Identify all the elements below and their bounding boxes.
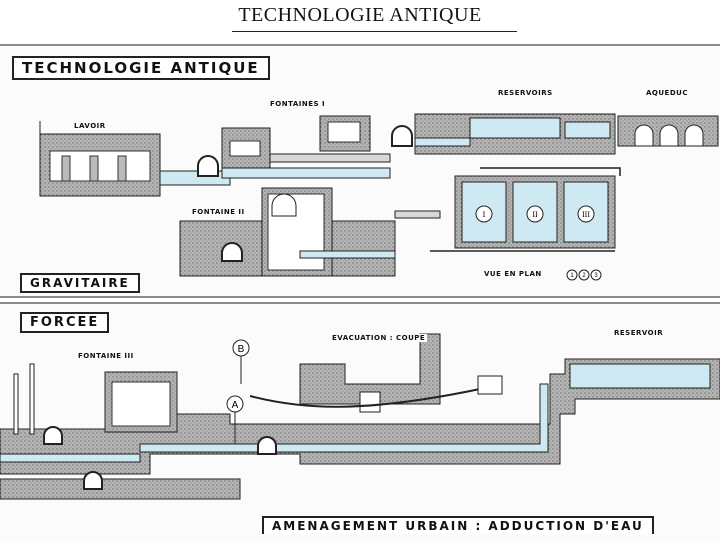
footer-caption: AMENAGEMENT URBAIN : ADDUCTION D'EAU [262, 516, 654, 534]
fontaine-3-label: FONTAINE III [76, 352, 136, 360]
plan-circle-2: 2 [582, 273, 586, 279]
forcee-label: FORCEE [20, 312, 110, 333]
marker-a-label: A [232, 400, 239, 411]
valve-markers: B A [226, 339, 250, 444]
marker-b-label: B [238, 344, 245, 355]
fontaines-1-structure [221, 115, 391, 179]
tank-3-circle [577, 205, 595, 223]
fontaines-1-label: FONTAINES I [268, 100, 328, 108]
forced-panel: B A FORCEE FONTAINE III EVACUATION : COU… [0, 302, 720, 541]
evacuation-label: EVACUATION : COUPE [330, 334, 428, 342]
plan-circle-1: 1 [570, 273, 574, 279]
reservoir-label: RESERVOIR [612, 329, 666, 337]
forced-system-drawing: B A [0, 333, 720, 500]
technologie-antique-heading: TECHNOLOGIE ANTIQUE [12, 56, 270, 80]
evacuation-structure [249, 333, 503, 413]
title-underline [232, 31, 517, 32]
reservoirs-structure [414, 113, 616, 155]
fontaine-2-structure [179, 187, 441, 277]
gravity-panel: I II III 1 2 3 TECHNOLOGIE ANTIQUE GRAVI… [0, 44, 720, 298]
page-title: TECHNOLOGIE ANTIQUE [238, 4, 482, 26]
tank-2-circle [526, 205, 544, 223]
tank-1-label: I [483, 210, 486, 219]
plan-circle-3: 3 [594, 273, 598, 279]
gravitaire-label: GRAVITAIRE [20, 273, 140, 293]
conduit-arches [197, 125, 413, 177]
vue-en-plan-label: VUE EN PLAN [482, 270, 544, 278]
reservoir-structure [569, 363, 711, 389]
tank-1-circle [475, 205, 493, 223]
lavoir-structure [39, 121, 231, 197]
aqueduc-structure [617, 115, 719, 147]
lavoir-label: LAVOIR [72, 122, 108, 130]
tank-2-label: II [532, 210, 538, 219]
gravity-system-drawing: I II III 1 2 3 [39, 113, 719, 281]
standpipes [13, 363, 35, 435]
vue-en-plan: I II III 1 2 3 [430, 167, 621, 281]
underground-conduits [0, 358, 720, 500]
tank-3-label: III [582, 210, 590, 219]
fontaine-2-label: FONTAINE II [190, 208, 247, 216]
aqueduc-label: AQUEDUC [644, 89, 690, 97]
reservoirs-label: RESERVOIRS [496, 89, 555, 97]
fontaine-3-structure [43, 371, 277, 490]
